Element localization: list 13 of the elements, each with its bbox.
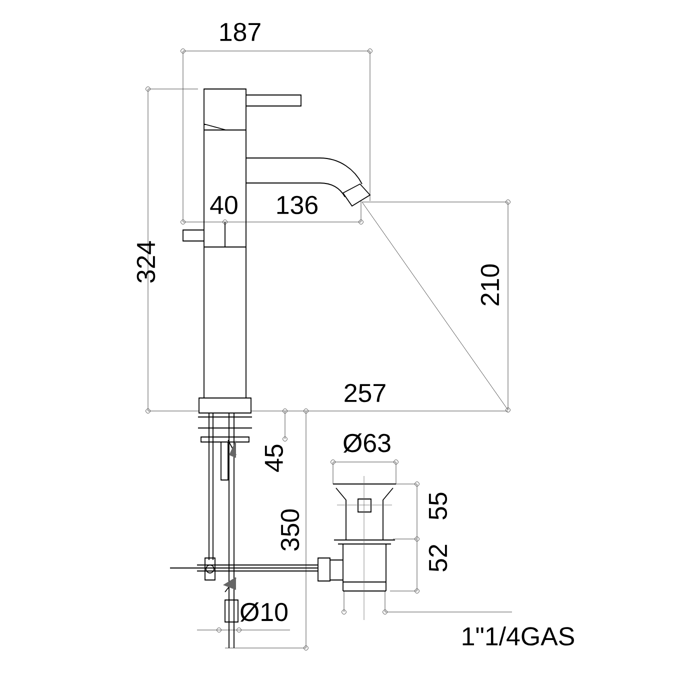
dimension-label: 1"1/4GAS <box>462 626 574 646</box>
dimension-label: 324 <box>136 241 156 283</box>
dimension-label: 350 <box>280 509 300 551</box>
dimension-label: 40 <box>210 196 238 214</box>
dimension-label: 55 <box>428 492 448 520</box>
dimension-label: Ø10 <box>240 602 288 622</box>
dimension-label: 257 <box>344 384 386 402</box>
dimension-label: Ø63 <box>343 433 390 453</box>
dimension-label: 187 <box>220 22 260 42</box>
dimension-label: 52 <box>428 544 448 572</box>
dimension-label: 210 <box>480 264 500 306</box>
dimension-label: 45 <box>264 444 284 472</box>
dimension-label: 136 <box>277 196 318 214</box>
